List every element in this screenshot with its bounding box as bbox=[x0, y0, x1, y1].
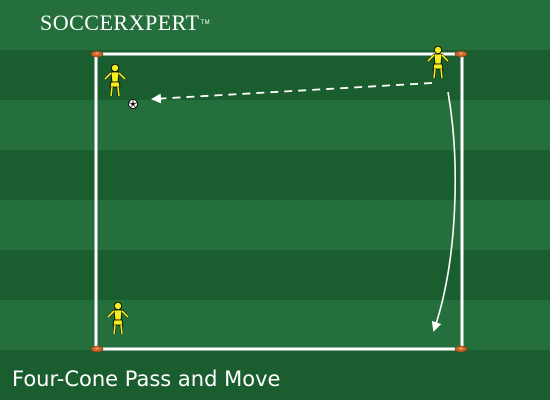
cone-top-left bbox=[90, 50, 104, 58]
soccerxpert-logo: SOCCERXPERTTM bbox=[40, 9, 210, 37]
trademark-mark: TM bbox=[200, 20, 211, 26]
grid-boundary bbox=[94, 52, 464, 351]
cone-top-right bbox=[454, 50, 468, 58]
drill-title: Four-Cone Pass and Move bbox=[12, 367, 281, 391]
pass-arrow bbox=[151, 82, 433, 104]
cone-bottom-left bbox=[90, 345, 104, 353]
run-arrow bbox=[431, 91, 456, 332]
cone-bottom-right bbox=[454, 345, 468, 353]
logo-text: SOCCERXPERT bbox=[40, 10, 200, 35]
soccer-ball-icon bbox=[128, 99, 138, 109]
